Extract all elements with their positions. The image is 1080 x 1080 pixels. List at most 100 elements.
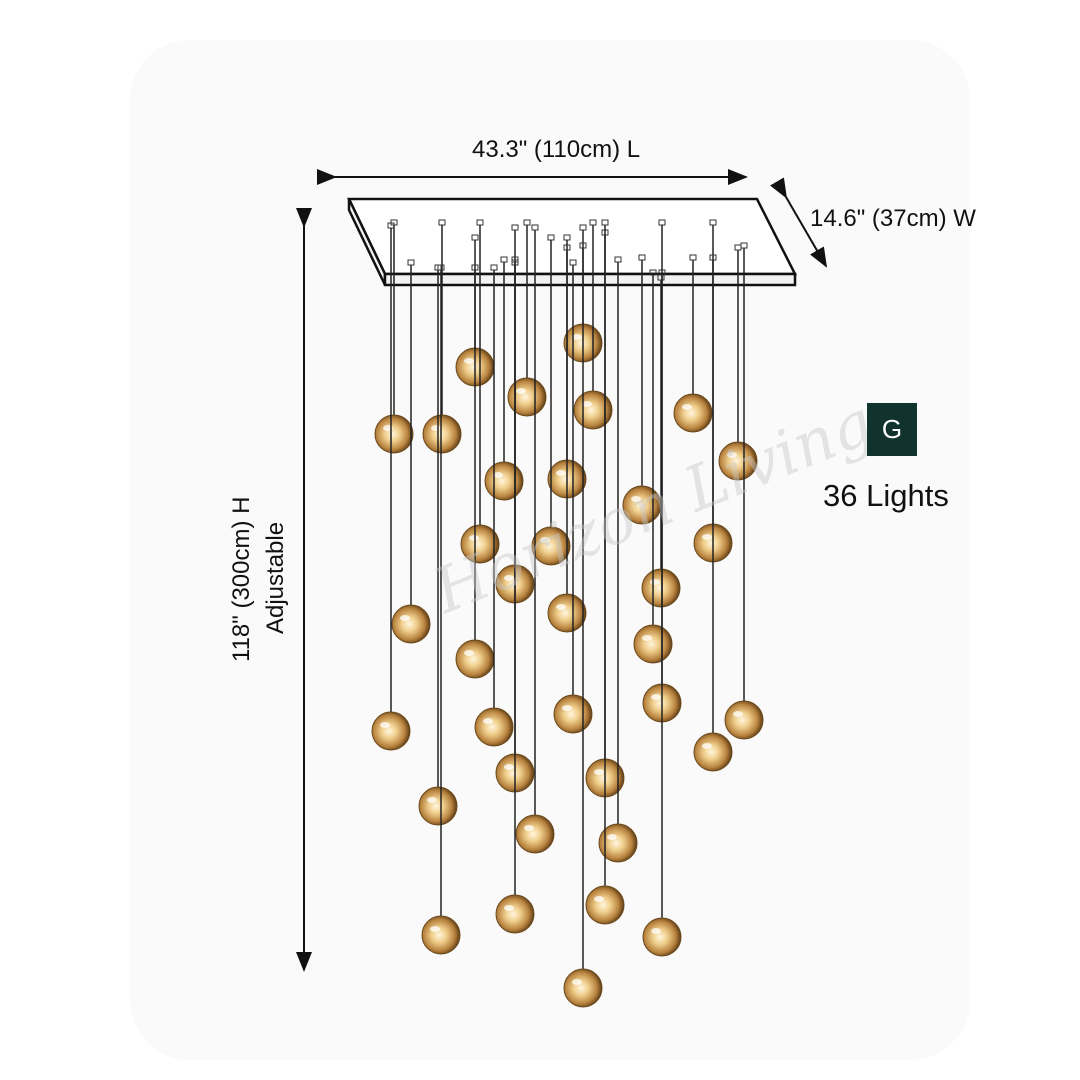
globe-highlight: [572, 979, 582, 985]
cord-grip: [407, 259, 415, 266]
cord-grip: [500, 256, 508, 263]
globe-highlight: [594, 896, 604, 902]
glass-globe: [718, 441, 758, 481]
globe-highlight: [631, 496, 641, 502]
glass-globe: [484, 461, 524, 501]
glass-globe: [553, 694, 593, 734]
globe-highlight: [516, 388, 526, 394]
cord-grip: [709, 219, 717, 226]
glass-globe: [422, 414, 462, 454]
cord-grip: [437, 264, 445, 271]
globe-highlight: [504, 764, 514, 770]
globe-highlight: [702, 743, 712, 749]
glass-globe: [598, 823, 638, 863]
globe-highlight: [400, 615, 410, 621]
globe-highlight: [504, 575, 514, 581]
cord-grip: [658, 219, 666, 226]
globe-highlight: [607, 834, 617, 840]
glass-globe: [374, 414, 414, 454]
glass-globe: [724, 700, 764, 740]
cord-grip: [563, 244, 571, 251]
globe-highlight: [540, 537, 550, 543]
globe-highlight: [493, 472, 503, 478]
globe-highlight: [469, 535, 479, 541]
cord-grip: [438, 219, 446, 226]
glass-globe: [515, 814, 555, 854]
glass-globe: [563, 968, 603, 1008]
glass-globe: [418, 786, 458, 826]
globe-highlight: [464, 650, 474, 656]
cord-grip: [563, 234, 571, 241]
globe-highlight: [733, 711, 743, 717]
globe-highlight: [642, 635, 652, 641]
lights-count: 36 Lights: [823, 478, 949, 513]
globe-highlight: [702, 534, 712, 540]
glass-globe: [455, 639, 495, 679]
cord-grip: [589, 219, 597, 226]
globe-highlight: [651, 694, 661, 700]
glass-globe: [474, 707, 514, 747]
glass-globe: [507, 377, 547, 417]
ceiling-canopy: [347, 197, 798, 287]
width-label: 14.6" (37cm) W: [810, 205, 976, 232]
globe-highlight: [582, 401, 592, 407]
glass-globe: [391, 604, 431, 644]
cord-grip: [638, 254, 646, 261]
pendant-lights: [371, 219, 764, 1008]
glass-globe: [693, 732, 733, 772]
globe-highlight: [431, 425, 441, 431]
cord-grip: [601, 219, 609, 226]
glass-globe: [641, 568, 681, 608]
globe-highlight: [556, 604, 566, 610]
cord-grip: [649, 269, 657, 276]
cord-grip: [531, 224, 539, 231]
globe-highlight: [483, 718, 493, 724]
glass-globe: [421, 915, 461, 955]
cord-grip: [547, 234, 555, 241]
cord-grip: [709, 254, 717, 261]
width-arrow: [770, 177, 828, 268]
cord-grip: [511, 259, 519, 266]
cord-grip: [387, 222, 395, 229]
glass-globe: [371, 711, 411, 751]
cord-grip: [614, 256, 622, 263]
glass-globe: [531, 526, 571, 566]
glass-globe: [633, 624, 673, 664]
globe-highlight: [562, 705, 572, 711]
globe-highlight: [504, 905, 514, 911]
globe-highlight: [427, 797, 437, 803]
adjustable-label: Adjustable: [262, 521, 289, 634]
cord-grip: [689, 254, 697, 261]
cord-grip: [511, 224, 519, 231]
glass-globe: [460, 524, 500, 564]
globe-highlight: [380, 722, 390, 728]
globe-highlight: [464, 358, 474, 364]
globe-highlight: [572, 334, 582, 340]
cord-grip: [476, 219, 484, 226]
globe-highlight: [650, 579, 660, 585]
glass-globe: [585, 885, 625, 925]
height-labels: 118" (300cm) H Adjustable: [214, 470, 304, 670]
glass-globe: [495, 894, 535, 934]
cord-grip: [490, 264, 498, 271]
cord-grip: [740, 242, 748, 249]
glass-globe: [547, 593, 587, 633]
globe-highlight: [727, 452, 737, 458]
cord-grip: [569, 259, 577, 266]
cord-grip: [471, 264, 479, 271]
globe-highlight: [524, 825, 534, 831]
globe-highlight: [651, 928, 661, 934]
globe-highlight: [556, 470, 566, 476]
length-label: 43.3" (110cm) L: [472, 136, 641, 163]
cord-grip: [658, 269, 666, 276]
globe-highlight: [594, 769, 604, 775]
cord-grip: [579, 242, 587, 249]
globe-highlight: [430, 926, 440, 932]
cord-grip: [523, 219, 531, 226]
globe-highlight: [682, 404, 692, 410]
finish-badge: G: [867, 403, 917, 456]
cord-grip: [471, 234, 479, 241]
glass-globe: [642, 917, 682, 957]
